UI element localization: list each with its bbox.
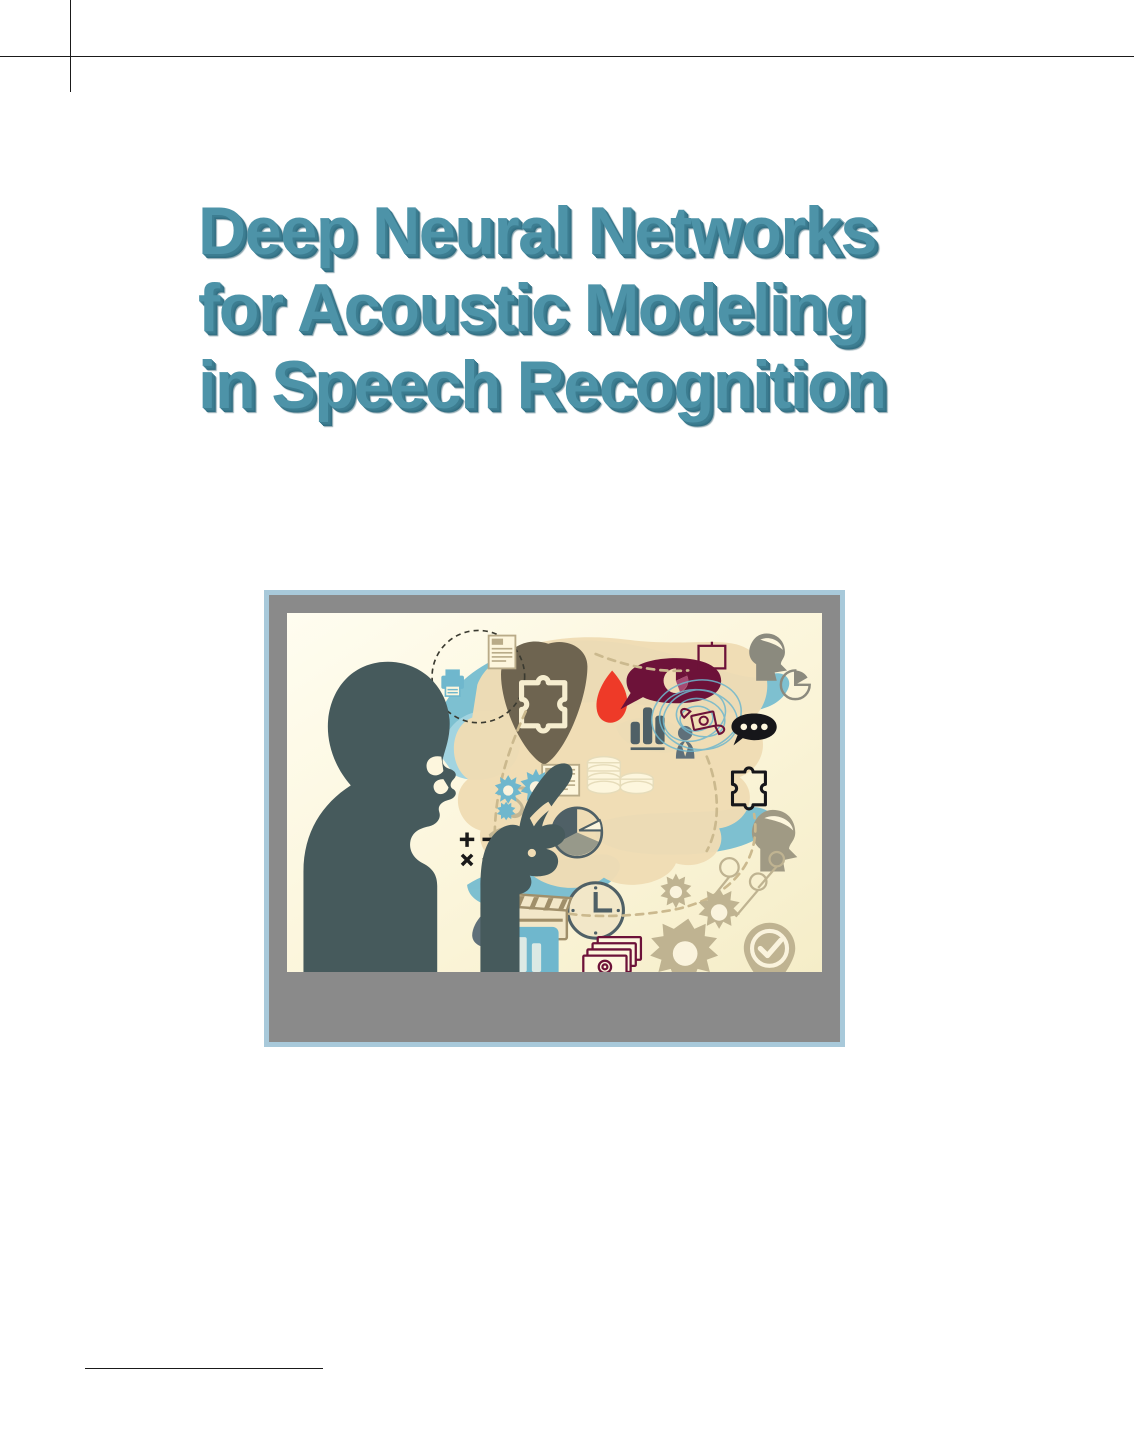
pie-chart-icon-2 xyxy=(551,806,604,859)
location-pin-check-icon xyxy=(743,922,796,972)
puzzle-piece-icon-outline xyxy=(730,766,767,811)
head-profile-icon xyxy=(749,633,788,681)
speaker-silhouette xyxy=(303,661,456,972)
cover-illustration-mat: $ xyxy=(269,595,840,1042)
pie-chart-icon xyxy=(779,669,811,701)
bubble-chain-icon xyxy=(707,850,786,918)
footnote-separator xyxy=(85,1368,323,1369)
cover-illustration-artwork: $ xyxy=(287,613,822,972)
head-profile-icon-2 xyxy=(751,809,798,872)
title-line-1: Deep Neural Networks xyxy=(198,193,877,269)
dashed-circle-group xyxy=(431,629,526,724)
document-news-icon xyxy=(487,634,517,670)
title-line-3: in Speech Recognition xyxy=(198,347,887,423)
teardrop-icon xyxy=(596,670,628,723)
crop-mark-vertical xyxy=(70,0,71,92)
title-line-2: for Acoustic Modeling xyxy=(198,270,866,346)
crop-mark-horizontal xyxy=(0,56,1134,57)
clock-icon xyxy=(566,881,625,940)
banknotes-icon xyxy=(582,935,643,972)
printer-icon xyxy=(441,669,464,697)
dollar-sign-icon xyxy=(506,786,529,819)
scribble-loop-icon xyxy=(650,679,742,752)
puzzle-piece-icon xyxy=(519,675,568,734)
presentation-board-icon xyxy=(697,641,727,682)
pointing-hand xyxy=(480,763,573,972)
cover-illustration-canvas: $ xyxy=(287,613,822,972)
page-title: Deep Neural Networks for Acoustic Modeli… xyxy=(198,193,958,424)
flying-money-icon xyxy=(680,707,726,736)
cover-illustration-frame: $ xyxy=(264,590,845,1047)
chat-dots-icon xyxy=(731,713,777,746)
coins-stack-icon xyxy=(586,755,654,795)
